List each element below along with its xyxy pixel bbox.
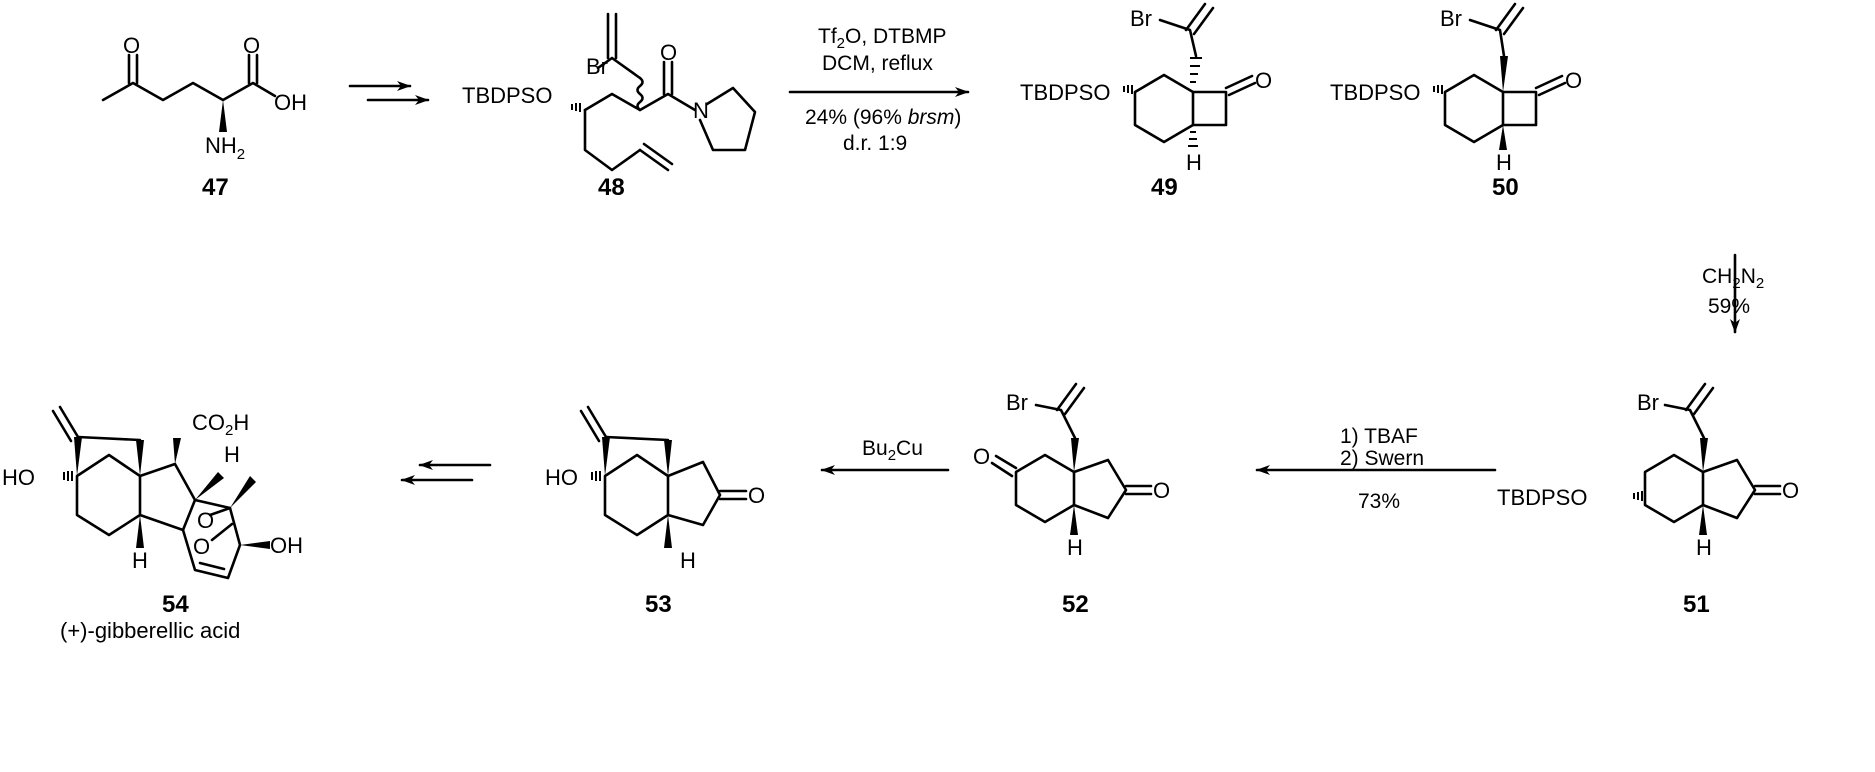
compound-50: TBDPSO Br O H 50 — [1330, 2, 1582, 201]
atom-h: H — [132, 548, 148, 573]
atom-h: H — [1186, 150, 1202, 175]
otbdps-group: TBDPSO — [1497, 485, 1587, 510]
reaction-arrow-bu2cu: Bu2Cu — [820, 437, 950, 475]
compound-name: (+)-gibberellic acid — [60, 618, 240, 643]
yield-text: 24% (96% brsm) — [805, 106, 961, 129]
atom-o: O — [193, 534, 210, 559]
multistep-arrow — [400, 460, 492, 485]
reaction-arrow-tbaf-swern: 1) TBAF 2) Swern 73% — [1255, 425, 1497, 513]
condition-text: DCM, reflux — [822, 52, 933, 75]
atom-h: H — [1496, 150, 1512, 175]
atom-o: O — [973, 444, 990, 469]
atom-br: Br — [1637, 390, 1659, 415]
reagent-text: CH2N2 — [1702, 265, 1764, 292]
atom-o: O — [123, 33, 140, 58]
atom-o: O — [660, 40, 677, 65]
compound-49: TBDPSO Br O H 49 — [1020, 2, 1272, 201]
atom-o: O — [243, 33, 260, 58]
compound-48: TBDPSO Br O N 48 — [462, 12, 757, 201]
condition-text: 1) TBAF — [1340, 425, 1418, 448]
atom-o: O — [197, 508, 214, 533]
atom-o: O — [1565, 68, 1582, 93]
atom-h: H — [1067, 535, 1083, 560]
atom-br: Br — [586, 54, 608, 79]
otbdps-group: TBDPSO — [1020, 80, 1110, 105]
atom-h: H — [1696, 535, 1712, 560]
compound-label: 53 — [645, 591, 672, 618]
atom-ho: HO — [2, 465, 35, 490]
compound-label: 52 — [1062, 591, 1089, 618]
compound-52: Br O O H 52 — [973, 382, 1170, 618]
atom-o: O — [748, 483, 765, 508]
reaction-arrow-tf2o: Tf2O, DTBMP DCM, reflux 24% (96% brsm) d… — [788, 25, 970, 155]
compound-53: HO O H 53 — [545, 405, 765, 618]
otbdps-group: TBDPSO — [1330, 80, 1420, 105]
atom-o: O — [1153, 478, 1170, 503]
dr-text: d.r. 1:9 — [843, 132, 907, 155]
compound-label: 48 — [598, 174, 625, 201]
reaction-arrow-ch2n2: CH2N2 59% — [1702, 253, 1764, 334]
condition-text: Tf2O, DTBMP — [818, 25, 947, 52]
condition-text: 2) Swern — [1340, 447, 1424, 470]
atom-oh: OH — [270, 533, 303, 558]
atom-o: O — [1782, 478, 1799, 503]
compound-51: TBDPSO Br O H 51 — [1497, 382, 1799, 618]
atom-o: O — [1255, 68, 1272, 93]
atom-co2h: CO2H — [192, 410, 249, 439]
atom-h: H — [680, 548, 696, 573]
atom-ho: HO — [545, 465, 578, 490]
atom-nh2: NH2 — [205, 133, 245, 163]
atom-h: H — [224, 442, 240, 467]
atom-n: N — [693, 98, 709, 123]
compound-54: HO CO2H H H O O OH 54 (+)-gibberellic ac… — [2, 405, 303, 643]
yield-text: 59% — [1708, 295, 1750, 318]
multistep-arrow — [348, 81, 430, 105]
otbdps-group: TBDPSO — [462, 83, 552, 108]
compound-label: 54 — [162, 591, 189, 618]
compound-label: 50 — [1492, 174, 1519, 201]
yield-text: 73% — [1358, 490, 1400, 513]
atom-br: Br — [1130, 6, 1152, 31]
compound-label: 51 — [1683, 591, 1710, 618]
atom-br: Br — [1006, 390, 1028, 415]
compound-47: O O OH NH2 47 — [101, 33, 307, 201]
compound-label: 49 — [1151, 174, 1178, 201]
atom-oh: OH — [274, 90, 307, 115]
compound-label: 47 — [202, 174, 229, 201]
reagent-text: Bu2Cu — [862, 437, 923, 464]
atom-br: Br — [1440, 6, 1462, 31]
